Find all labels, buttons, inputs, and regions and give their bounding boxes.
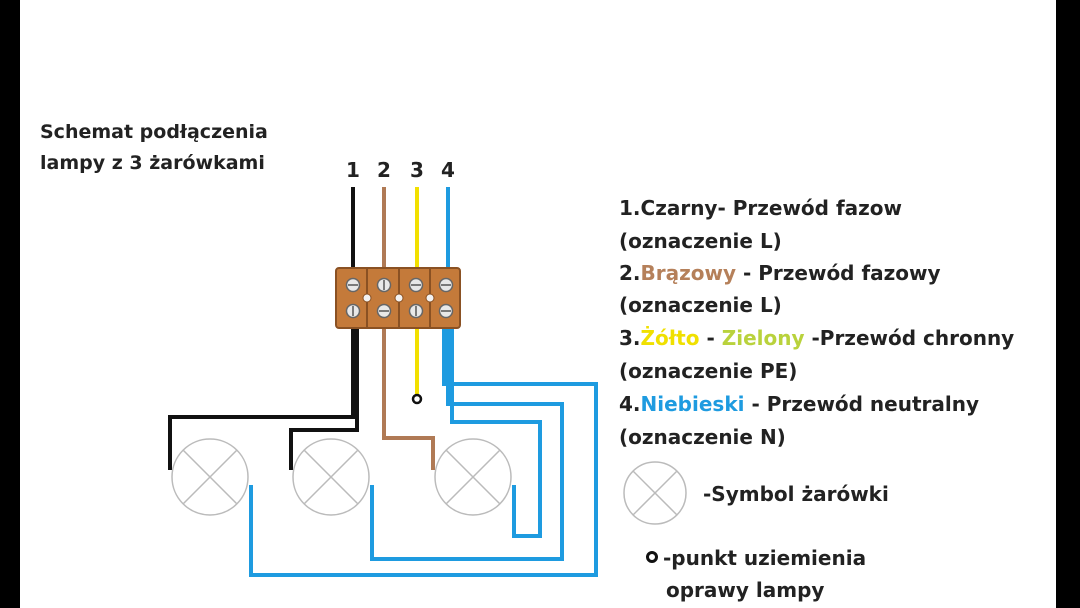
legend-bulb-label: -Symbol żarówki — [703, 482, 889, 506]
terminal-number-4: 4 — [441, 158, 455, 182]
terminal-number-3: 3 — [410, 158, 424, 182]
wiring-diagram — [168, 187, 687, 577]
legend-ground-label-line-1: -punkt uziemienia — [663, 546, 867, 570]
wire-black-bulb-2 — [289, 328, 359, 470]
bulb-1-icon — [171, 438, 249, 516]
legend-item-3-color-b: Zielony — [721, 326, 805, 350]
terminal-number-1: 1 — [346, 158, 360, 182]
legend-item-2-note: (oznaczenie L) — [619, 293, 782, 317]
input-wires — [351, 187, 450, 272]
bulbs — [171, 438, 687, 525]
bulb-2-icon — [292, 438, 370, 516]
legend-item-4: 4.Niebieski - Przewód neutralny — [619, 392, 979, 416]
legend-ground-point-icon — [646, 551, 658, 563]
legend-item-4-note: (oznaczenie N) — [619, 425, 786, 449]
legend-item-2-color: Brązowy — [640, 261, 737, 285]
legend-item-1-note: (oznaczenie L) — [619, 229, 782, 253]
legend-item-3: 3.Żółto - Zielony -Przewód chronny — [619, 326, 1014, 350]
terminal-number-2: 2 — [377, 158, 391, 182]
legend-item-3-sep: - — [699, 326, 722, 350]
legend-item-3-color-a: Żółto — [640, 326, 700, 350]
wire-black-bulb-1 — [168, 328, 355, 470]
terminal-block — [335, 267, 461, 329]
legend-item-2-prefix: 2. — [619, 261, 641, 285]
legend-item-4-prefix: 4. — [619, 392, 641, 416]
diagram-canvas: Schemat podłączenia lampy z 3 żarówkami … — [20, 0, 1056, 608]
wire-blue-loop-2 — [370, 328, 564, 561]
legend-item-2-desc: - Przewód fazowy — [736, 261, 941, 285]
wire-brown-bulb-3 — [382, 328, 435, 470]
diagram-title-line-1: Schemat podłączenia — [40, 121, 268, 143]
diagram-title-line-2: lampy z 3 żarówkami — [40, 152, 265, 174]
bulb-3-icon — [434, 438, 512, 516]
legend-item-3-desc: -Przewód chronny — [804, 326, 1015, 350]
wire-blue-loop-1 — [249, 328, 598, 577]
legend-item-1: 1.Czarny- Przewód fazow — [619, 196, 902, 220]
legend-item-3-note: (oznaczenie PE) — [619, 359, 798, 383]
legend-item-3-prefix: 3. — [619, 326, 641, 350]
wire-blue-loop-3 — [450, 328, 542, 538]
legend-item-4-desc: - Przewód neutralny — [744, 392, 980, 416]
legend-item-4-color: Niebieski — [640, 392, 745, 416]
legend-ground-label-line-2: oprawy lampy — [666, 578, 825, 602]
legend-item-1-text: 1.Czarny- Przewód fazow — [619, 196, 903, 220]
legend-bulb-symbol-icon — [623, 461, 687, 525]
output-wires — [168, 328, 598, 577]
ground-point — [411, 393, 423, 405]
legend-item-2: 2.Brązowy - Przewód fazowy — [619, 261, 941, 285]
